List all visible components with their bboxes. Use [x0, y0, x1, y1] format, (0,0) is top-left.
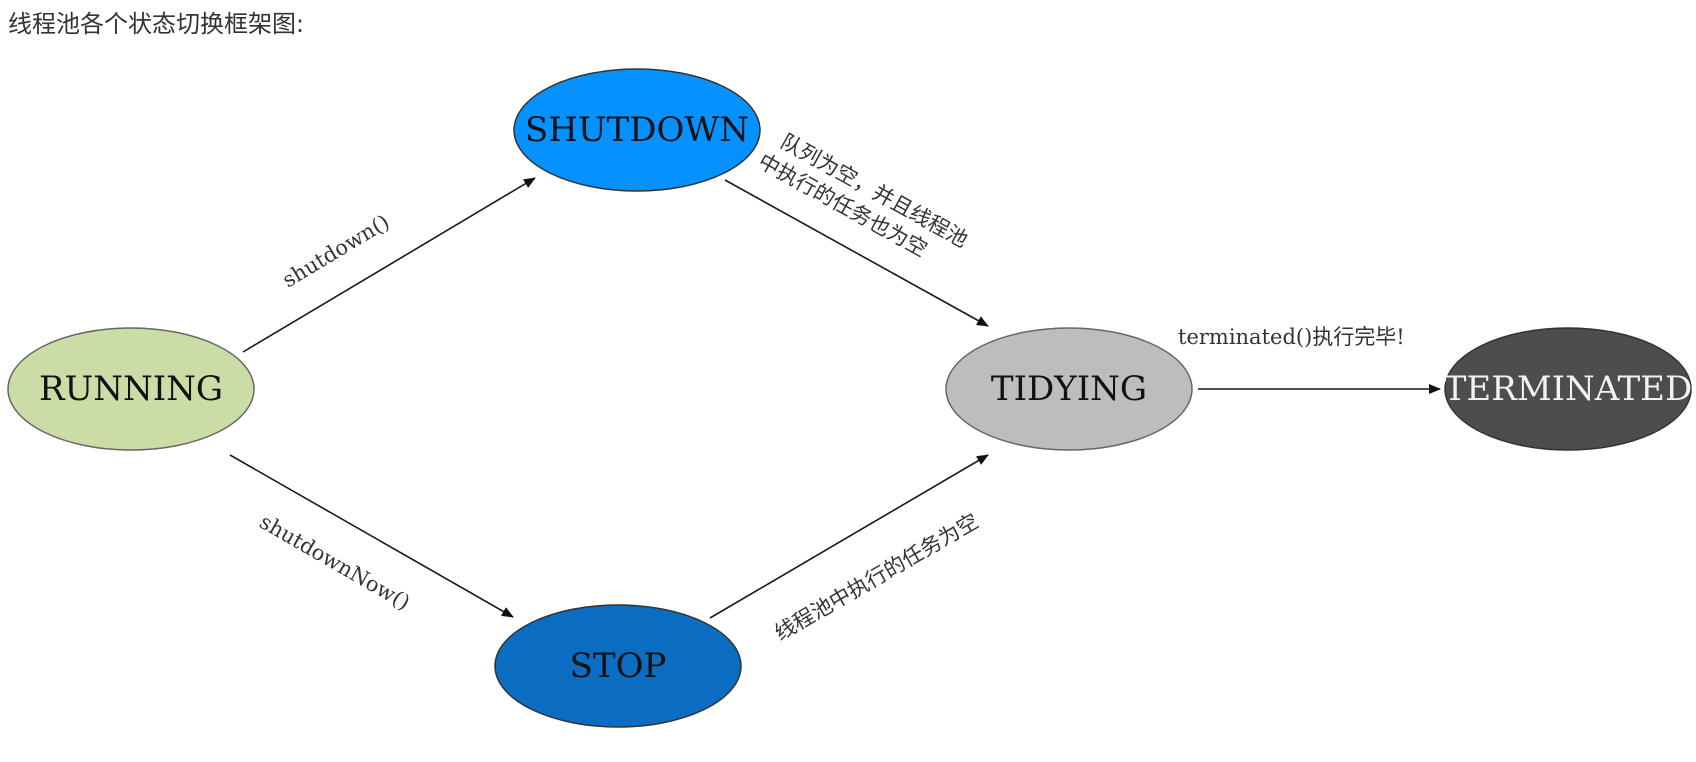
state-running-shape: [7, 327, 255, 451]
state-terminated-label: TERMINATED: [1444, 369, 1693, 409]
arrow-running-to-shutdown: [242, 177, 536, 353]
state-shutdown-label: SHUTDOWN: [525, 110, 749, 150]
state-shutdown-shape: [513, 68, 761, 192]
state-shutdown: SHUTDOWN: [513, 68, 761, 192]
label-tidying-to-terminated: terminated()执行完毕!: [1178, 325, 1405, 349]
state-tidying-label: TIDYING: [991, 369, 1147, 409]
page-heading: 线程池各个状态切换框架图:: [8, 10, 305, 38]
state-terminated: TERMINATED: [1444, 327, 1693, 451]
state-tidying-shape: [945, 327, 1193, 451]
arrow-running-to-stop: [229, 454, 514, 618]
state-stop: STOP: [494, 604, 742, 728]
arrow-shutdown-to-tidying: [724, 179, 989, 327]
arrow-stop-to-tidying: [709, 454, 989, 619]
state-stop-shape: [494, 604, 742, 728]
state-tidying: TIDYING: [945, 327, 1193, 451]
state-running: RUNNING: [7, 327, 255, 451]
label-running-to-shutdown: shutdown(): [278, 210, 393, 293]
state-running-label: RUNNING: [39, 369, 223, 409]
label-stop-to-tidying: 线程池中执行的任务为空: [771, 509, 983, 645]
label-running-to-stop: shutdownNow(): [256, 510, 415, 615]
state-terminated-shape: [1444, 327, 1692, 451]
state-stop-label: STOP: [570, 646, 667, 686]
label-shutdown-to-tidying: 队列为空，并且线程池 中执行的任务也为空: [754, 129, 972, 261]
